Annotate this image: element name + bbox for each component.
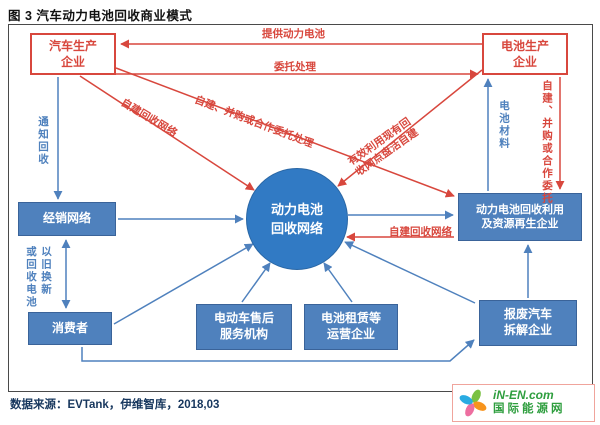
edge-label-line: 或回收电池: [25, 246, 37, 309]
node-label: 企业: [60, 55, 85, 69]
edge-label-provide-battery: 提供动力电池: [262, 28, 325, 40]
watermark-site: iN-EN.com: [493, 388, 554, 403]
pinwheel-icon: [459, 389, 487, 417]
edge-label-entrust: 委托处理: [274, 61, 316, 73]
watermark-text: iN-EN.com 国际能源网: [493, 389, 566, 416]
edge-label-battery-material: 电池材料: [498, 100, 510, 150]
node-battery-maker: 电池生产 企业: [482, 33, 568, 75]
data-source: 数据来源：EVTank，伊维智库，2018,03: [10, 399, 220, 411]
node-recycler: 动力电池回收利用 及资源再生企业: [458, 193, 582, 241]
edge-label-self-build-right: 自建回收网络: [389, 226, 452, 238]
node-dismantler: 报废汽车 拆解企业: [479, 300, 577, 346]
node-label: 服务机构: [219, 327, 268, 341]
node-battery-leasing: 电池租赁等 运营企业: [304, 304, 398, 350]
node-label: 企业: [512, 55, 537, 69]
node-label: 动力电池: [270, 201, 323, 217]
node-auto-maker: 汽车生产 企业: [30, 33, 116, 75]
node-consumer: 消费者: [28, 312, 112, 345]
watermark-name: 国际能源网: [493, 403, 566, 416]
node-label: 拆解企业: [503, 323, 552, 337]
node-recycle-network-circle: 动力电池 回收网络: [246, 168, 348, 270]
node-label: 报废汽车: [503, 307, 552, 322]
node-label: 动力电池回收利用: [476, 203, 564, 216]
figure-title: 图 3 汽车动力电池回收商业模式: [8, 9, 193, 23]
node-label: 及资源再生企业: [481, 218, 559, 230]
node-after-sales: 电动车售后 服务机构: [196, 304, 292, 350]
node-label: 经销网络: [42, 211, 91, 226]
node-label: 回收网络: [270, 221, 323, 236]
node-label: 汽车生产: [48, 38, 97, 53]
edge-label-notify-recycle: 通知回收: [37, 116, 49, 166]
node-label: 消费者: [51, 320, 88, 335]
node-label: 运营企业: [326, 327, 375, 341]
watermark-logo: iN-EN.com 国际能源网: [452, 384, 595, 422]
edge-label-line: 以旧换新: [40, 246, 52, 296]
edge-label-trade-in: 以旧换新 或回收电池: [24, 246, 54, 309]
edge-label-build-ma-coop-right: 自建、并购或合作委托: [541, 80, 553, 205]
node-label: 电动车售后: [213, 311, 274, 326]
node-label: 电池租赁等: [320, 311, 381, 326]
node-label: 电池生产: [500, 38, 549, 53]
node-dealer-network: 经销网络: [18, 202, 116, 236]
